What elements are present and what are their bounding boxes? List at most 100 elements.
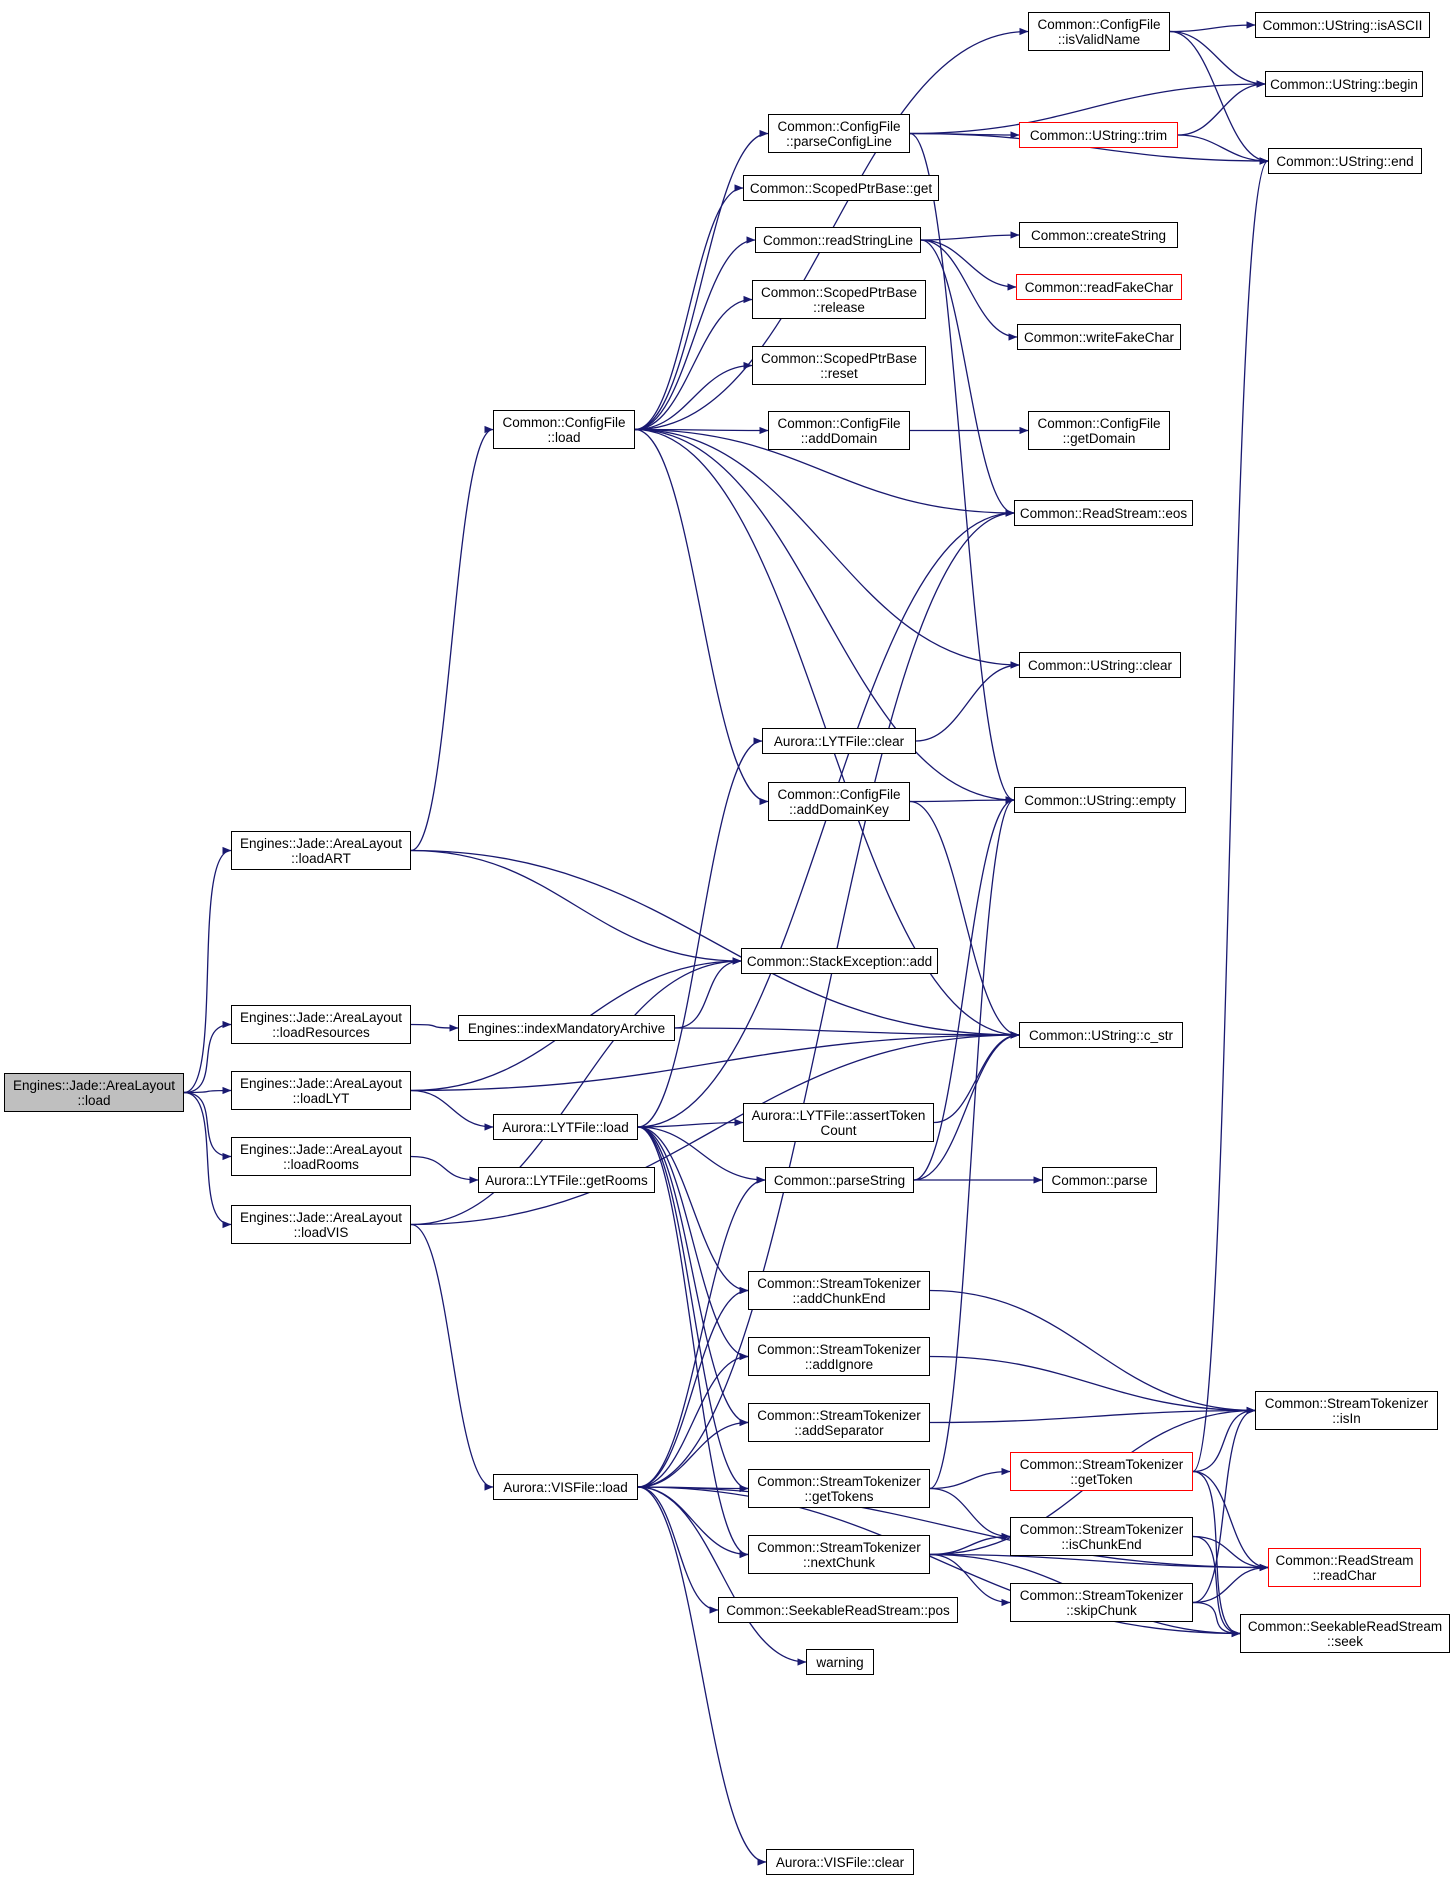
node-label-line: Aurora::LYTFile::getRooms [485,1172,648,1188]
node-us-empty[interactable]: Common::UString::empty [1014,787,1186,813]
node-load-resources[interactable]: Engines::Jade::AreaLayout::loadResources [231,1005,411,1044]
node-label-line: Engines::Jade::AreaLayout [239,835,403,851]
edge-skipChunk-to-readChar [1192,1563,1269,1604]
edge-cfLoad-to-usEmpty [634,428,1015,804]
edge-isChunkEnd-to-readChar [1192,1535,1269,1572]
node-parse-string[interactable]: Common::parseString [765,1167,914,1193]
node-is-valid-name[interactable]: Common::ConfigFile::isValidName [1028,12,1170,51]
node-read-fake-char[interactable]: Common::readFakeChar [1016,274,1182,300]
node-label-line: ::addChunkEnd [792,1290,886,1306]
node-label-line: Aurora::VISFile::clear [775,1854,905,1870]
node-label-line: ::release [813,299,865,315]
node-begin[interactable]: Common::UString::begin [1265,71,1423,97]
edge-readStringLine-to-eos [920,239,1015,517]
node-label-line: Common::ConfigFile [502,414,626,430]
edge-loadLYT-to-cStr [410,1031,1020,1092]
node-label-line: ::addSeparator [794,1422,884,1438]
node-load-art[interactable]: Engines::Jade::AreaLayout::loadART [231,831,411,870]
node-spb-release[interactable]: Common::ScopedPtrBase::release [752,280,926,319]
node-add-chunk-end[interactable]: Common::StreamTokenizer::addChunkEnd [748,1271,930,1310]
node-lyt-load[interactable]: Aurora::LYTFile::load [493,1114,638,1140]
node-label-line: Common::ConfigFile [1037,16,1161,32]
node-read-string-line[interactable]: Common::readStringLine [755,227,921,253]
edge-lytLoad-to-nextChunk [637,1126,749,1559]
node-get-token[interactable]: Common::StreamTokenizer::getToken [1010,1452,1193,1491]
node-add-ignore[interactable]: Common::StreamTokenizer::addIgnore [748,1337,930,1376]
node-lyt-clear[interactable]: Aurora::LYTFile::clear [762,728,916,754]
node-c-str[interactable]: Common::UString::c_str [1019,1022,1183,1048]
node-label-line: Common::StreamTokenizer [1264,1395,1429,1411]
edge-isValidName-to-begin [1169,30,1266,88]
node-spb-reset[interactable]: Common::ScopedPtrBase::reset [752,346,926,385]
node-label-line: Common::readFakeChar [1024,279,1174,295]
edge-readStringLine-to-writeFakeChar [920,239,1018,341]
node-load-vis[interactable]: Engines::Jade::AreaLayout::loadVIS [231,1205,411,1244]
node-label-line: ::parseConfigLine [786,133,892,149]
edge-nextChunk-to-skipChunk [929,1553,1011,1607]
node-get-rooms[interactable]: Aurora::LYTFile::getRooms [478,1167,655,1193]
node-index-mandatory[interactable]: Engines::indexMandatoryArchive [458,1015,675,1041]
node-load-rooms[interactable]: Engines::Jade::AreaLayout::loadRooms [231,1137,411,1176]
node-parse[interactable]: Common::parse [1042,1167,1157,1193]
node-eos[interactable]: Common::ReadStream::eos [1014,500,1193,526]
node-us-clear[interactable]: Common::UString::clear [1019,652,1181,678]
edge-root-to-loadRooms [183,1091,232,1161]
edge-visLoad-to-addSeparator [637,1418,749,1488]
node-label-line: Common::StreamTokenizer [757,1275,921,1291]
node-label-line: ::getDomain [1062,430,1136,446]
node-end[interactable]: Common::UString::end [1268,148,1422,174]
node-trim[interactable]: Common::UString::trim [1019,122,1178,148]
node-label-line: Common::SeekableReadStream::pos [726,1602,950,1618]
edge-readStringLine-to-readFakeChar [920,239,1017,291]
node-label-line: Common::StreamTokenizer [757,1341,921,1357]
node-is-ascii[interactable]: Common::UString::isASCII [1255,12,1430,38]
node-read-char[interactable]: Common::ReadStream::readChar [1268,1548,1421,1587]
edge-visLoad-to-visClear [637,1486,767,1866]
edge-visLoad-to-readChar [637,1486,1269,1572]
node-label-line: Common::UString::clear [1027,657,1173,673]
node-vis-load[interactable]: Aurora::VISFile::load [493,1474,638,1500]
node-se-add[interactable]: Common::StackException::add [741,948,938,974]
node-label-line: Common::UString::begin [1270,76,1418,92]
edge-getTokens-to-isChunkEnd [929,1487,1011,1541]
node-write-fake-char[interactable]: Common::writeFakeChar [1017,324,1181,350]
edge-isValidName-to-end [1169,30,1269,165]
node-skip-chunk[interactable]: Common::StreamTokenizer::skipChunk [1010,1583,1193,1622]
node-add-domain[interactable]: Common::ConfigFile::addDomain [768,411,910,450]
edge-root-to-loadResources [183,1020,232,1094]
node-create-string[interactable]: Common::createString [1019,222,1178,248]
node-load-lyt[interactable]: Engines::Jade::AreaLayout::loadLYT [231,1071,411,1110]
node-spb-get[interactable]: Common::ScopedPtrBase::get [743,175,939,201]
edge-visLoad-to-parseString [637,1176,766,1488]
node-is-chunk-end[interactable]: Common::StreamTokenizer::isChunkEnd [1010,1517,1193,1556]
node-srs-pos[interactable]: Common::SeekableReadStream::pos [718,1597,958,1623]
node-warning[interactable]: warning [806,1649,874,1675]
node-label-line: Common::UString::trim [1029,127,1168,143]
edge-cfLoad-to-usClear [634,428,1020,669]
node-cf-load[interactable]: Common::ConfigFile::load [493,410,635,449]
node-parse-config-line[interactable]: Common::ConfigFile::parseConfigLine [768,114,910,153]
node-label-line: ::loadLYT [292,1090,350,1106]
edge-indexMandatory-to-seAdd [674,957,742,1029]
node-add-domain-key[interactable]: Common::ConfigFile::addDomainKey [768,782,910,821]
edge-visLoad-to-addChunkEnd [637,1286,749,1488]
node-label-line: Engines::Jade::AreaLayout [239,1209,403,1225]
node-is-in[interactable]: Common::StreamTokenizer::isIn [1255,1391,1438,1430]
node-get-domain[interactable]: Common::ConfigFile::getDomain [1028,411,1170,450]
edge-loadART-to-cfLoad [410,425,494,852]
node-vis-clear[interactable]: Aurora::VISFile::clear [766,1849,914,1875]
edge-parseString-to-usEmpty [913,796,1015,1181]
node-next-chunk[interactable]: Common::StreamTokenizer::nextChunk [748,1535,930,1574]
edge-getTokens-to-getToken [929,1467,1011,1490]
node-label-line: Common::ScopedPtrBase [760,350,918,366]
node-label-line: ::readChar [1312,1567,1377,1583]
node-seek[interactable]: Common::SeekableReadStream::seek [1240,1614,1450,1653]
edge-trim-to-begin [1177,80,1266,136]
node-label-line: ::isChunkEnd [1061,1536,1142,1552]
edge-addChunkEnd-to-isIn [929,1289,1256,1415]
node-add-separator[interactable]: Common::StreamTokenizer::addSeparator [748,1403,930,1442]
node-get-tokens[interactable]: Common::StreamTokenizer::getTokens [748,1469,930,1508]
